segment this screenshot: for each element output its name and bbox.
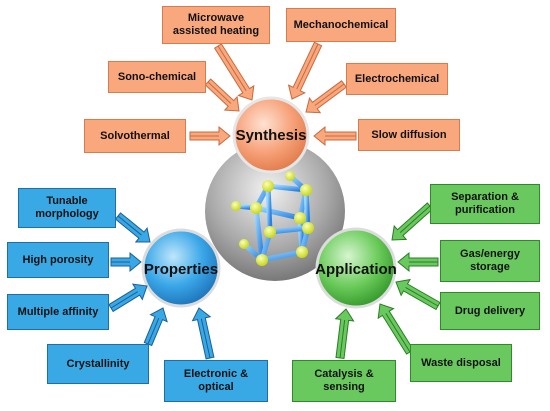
arrow-catalysis-stripe [339, 319, 346, 359]
arrows [108, 41, 441, 360]
arrow-affinity-stripe [110, 291, 138, 309]
arrow-waste-stripe [385, 313, 411, 353]
application-hub [315, 227, 397, 309]
multiple-affinity-box: Multiple affinity [7, 294, 109, 330]
arrow-microwave-stripe [217, 45, 247, 91]
electronic-optical-box: Electronic & optical [164, 360, 268, 402]
high-porosity-box: High porosity [7, 242, 109, 278]
arrow-electronic-stripe [200, 318, 211, 359]
microwave-box: Microwave assisted heating [162, 6, 270, 44]
arrow-sonochemical-stripe [207, 81, 232, 104]
synthesis-hub [232, 96, 310, 174]
drug-delivery-box: Drug delivery [440, 292, 540, 330]
sonochemical-box: Sono-chemical [108, 61, 206, 93]
arrow-tunable-stripe [117, 215, 142, 236]
solvothermal-box: Solvothermal [84, 119, 186, 153]
framework-nodes [231, 171, 314, 266]
crystallinity-box: Crystallinity [47, 344, 149, 384]
gas-energy-box: Gas/energy storage [440, 240, 540, 282]
electrochemical-box: Electrochemical [346, 63, 448, 95]
arrow-separation-stripe [399, 205, 431, 234]
properties-hub [141, 228, 221, 308]
slow-diffusion-box: Slow diffusion [358, 119, 460, 151]
waste-disposal-box: Waste disposal [410, 344, 512, 382]
arrow-catalysis [334, 308, 355, 360]
arrow-drug-stripe [405, 287, 439, 307]
catalysis-sensing-box: Catalysis & sensing [292, 360, 396, 402]
arrow-electronic [191, 307, 215, 360]
arrow-mechanochemical-stripe [296, 43, 319, 90]
separation-box: Separation & purification [430, 184, 540, 224]
arrow-crystallinity-stripe [147, 317, 160, 345]
mechanochemical-box: Mechanochemical [286, 8, 396, 42]
tunable-morphology-box: Tunable morphology [18, 188, 116, 228]
arrow-electrochemical-stripe [314, 83, 345, 106]
